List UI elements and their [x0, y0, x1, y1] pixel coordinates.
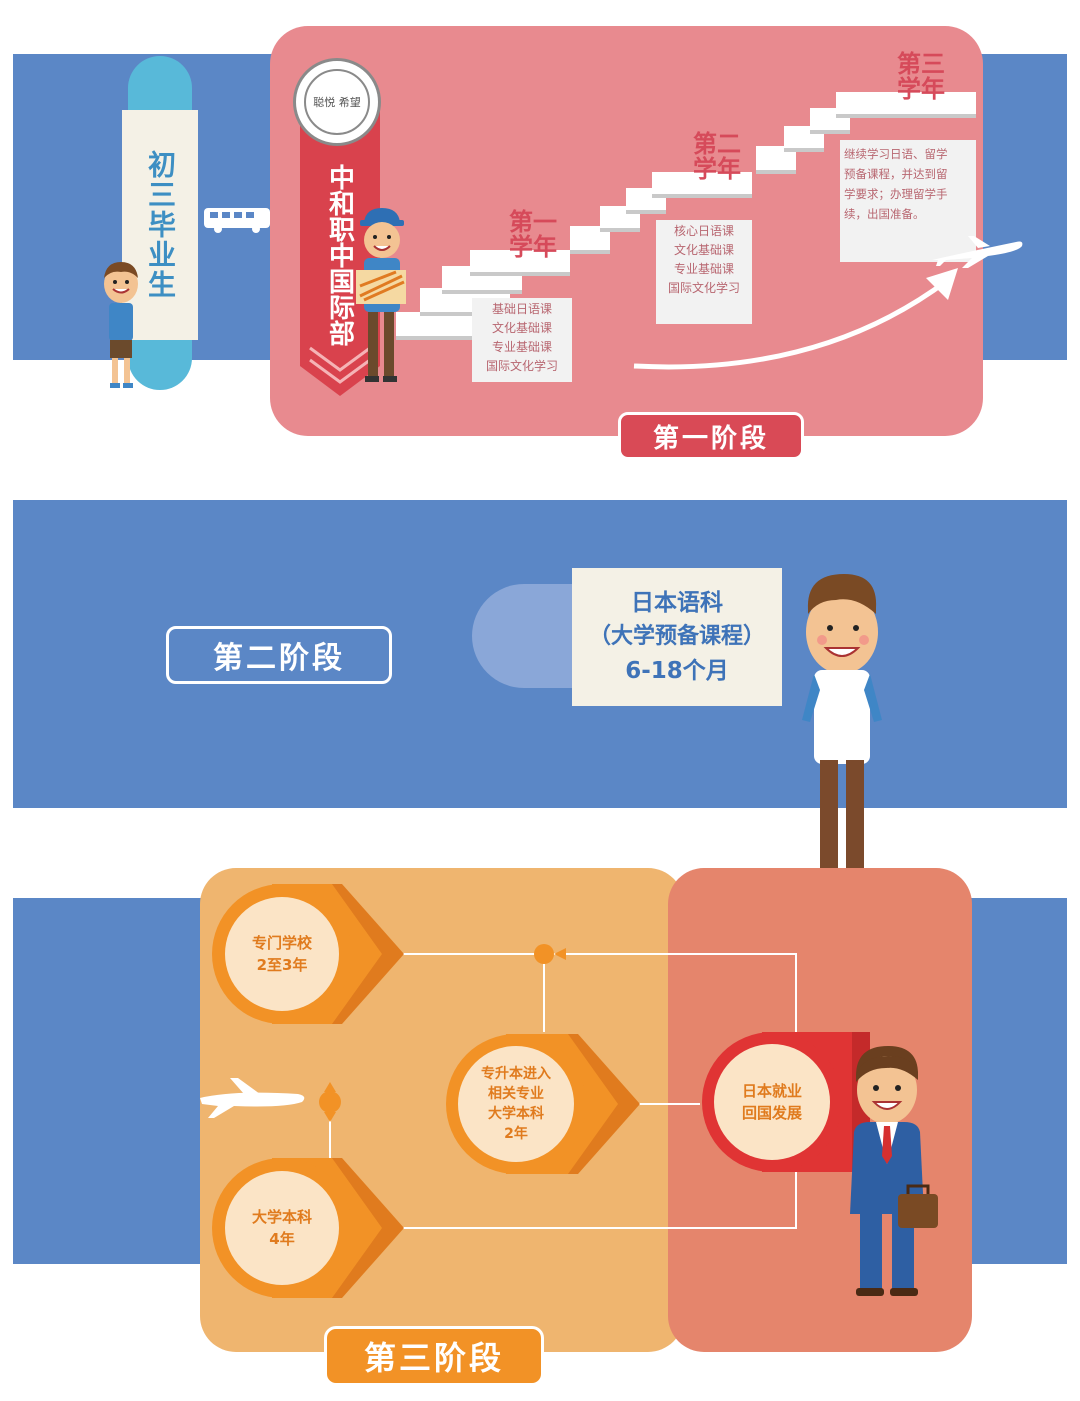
school-ribbon: [300, 108, 380, 396]
university-node: 大学本科 4年: [212, 1158, 352, 1298]
year2-title-line1: 第二: [693, 130, 741, 158]
list-item: 专业基础课: [491, 340, 552, 354]
list-item: 专业基础课: [673, 262, 734, 276]
course-duration: 6-18个月: [625, 658, 729, 684]
stage2-badge: 第二阶段: [166, 626, 392, 684]
university-node-inner: 大学本科 4年: [225, 1171, 339, 1285]
flow-connectors: [319, 944, 797, 1229]
school-logo: 聪悦 希望: [293, 58, 381, 146]
course-subtitle: （大学预备课程）: [588, 624, 765, 649]
year1-title-line1: 第一: [509, 208, 557, 236]
transfer-line: 2年: [504, 1126, 528, 1142]
transfer-line: 专升本进入: [481, 1066, 551, 1082]
year3-desc-line: 预备课程，并达到留: [844, 167, 948, 181]
list-item: 文化基础课: [491, 321, 552, 335]
year2-course-list: 核心日语课 文化基础课 专业基础课 国际文化学习: [656, 220, 752, 324]
outcome-line1: 日本就业: [741, 1082, 802, 1100]
school-logo-text: 聪悦 希望: [313, 96, 361, 109]
stair-step: [836, 92, 976, 118]
vocational-node: 专门学校 2至3年: [212, 884, 352, 1024]
year2-title-line2: 学年: [693, 155, 741, 183]
vocational-line1: 专门学校: [251, 934, 312, 952]
list-item: 核心日语课: [673, 224, 734, 238]
year2-title: 第二 学年: [684, 132, 750, 182]
university-line1: 大学本科: [251, 1208, 312, 1226]
year3-title: 第三 学年: [888, 52, 954, 102]
bus-icon: [204, 208, 270, 233]
airplane-icon: [200, 1078, 305, 1118]
student-with-box-illustration: [356, 208, 406, 382]
year3-desc-line: 继续学习日语、留学: [844, 147, 948, 161]
stair-step: [652, 172, 752, 198]
outcome-line2: 回国发展: [741, 1104, 802, 1122]
airplane-icon: [932, 236, 1023, 268]
vocational-line2: 2至3年: [256, 956, 308, 974]
outcome-node-inner: 日本就业 回国发展: [714, 1044, 830, 1160]
growth-arrow: [633, 268, 958, 370]
graduate-label: 初三毕业生: [122, 110, 198, 340]
year1-title-line2: 学年: [509, 233, 557, 261]
list-item: 国际文化学习: [485, 359, 558, 373]
year3-desc-line: 续，出国准备。: [844, 207, 925, 221]
year3-title-line2: 学年: [897, 75, 945, 103]
year3-desc-line: 学要求；办理留学手: [844, 187, 948, 201]
transfer-line: 大学本科: [488, 1106, 544, 1122]
stage1-badge: 第一阶段: [618, 412, 804, 460]
list-item: 国际文化学习: [667, 281, 740, 295]
businessman-illustration: [850, 1046, 938, 1296]
list-item: 文化基础课: [673, 243, 734, 257]
school-label: 中和职中国际部: [324, 164, 355, 346]
year3-title-line1: 第三: [897, 50, 945, 78]
student-illustration: [802, 574, 882, 880]
stage3-badge: 第三阶段: [324, 1326, 544, 1386]
university-line2: 4年: [269, 1230, 295, 1248]
transfer-line: 相关专业: [488, 1086, 544, 1102]
stair-step: [470, 250, 570, 276]
transfer-node-inner: 专升本进入 相关专业 大学本科 2年: [458, 1046, 574, 1162]
year1-course-list: 基础日语课 文化基础课 专业基础课 国际文化学习: [472, 298, 572, 382]
year3-description: 继续学习日语、留学 预备课程，并达到留 学要求；办理留学手 续，出国准备。: [840, 140, 976, 262]
list-item: 基础日语课: [491, 302, 552, 316]
course-card: 日本语科 （大学预备课程） 6-18个月: [572, 568, 782, 706]
transfer-node: 专升本进入 相关专业 大学本科 2年: [446, 1034, 586, 1174]
graduate-boy-illustration: [104, 262, 138, 388]
outcome-node: 日本就业 回国发展: [702, 1032, 842, 1172]
year1-title: 第一 学年: [500, 210, 566, 260]
course-title: 日本语科: [631, 590, 723, 616]
vocational-node-inner: 专门学校 2至3年: [225, 897, 339, 1011]
